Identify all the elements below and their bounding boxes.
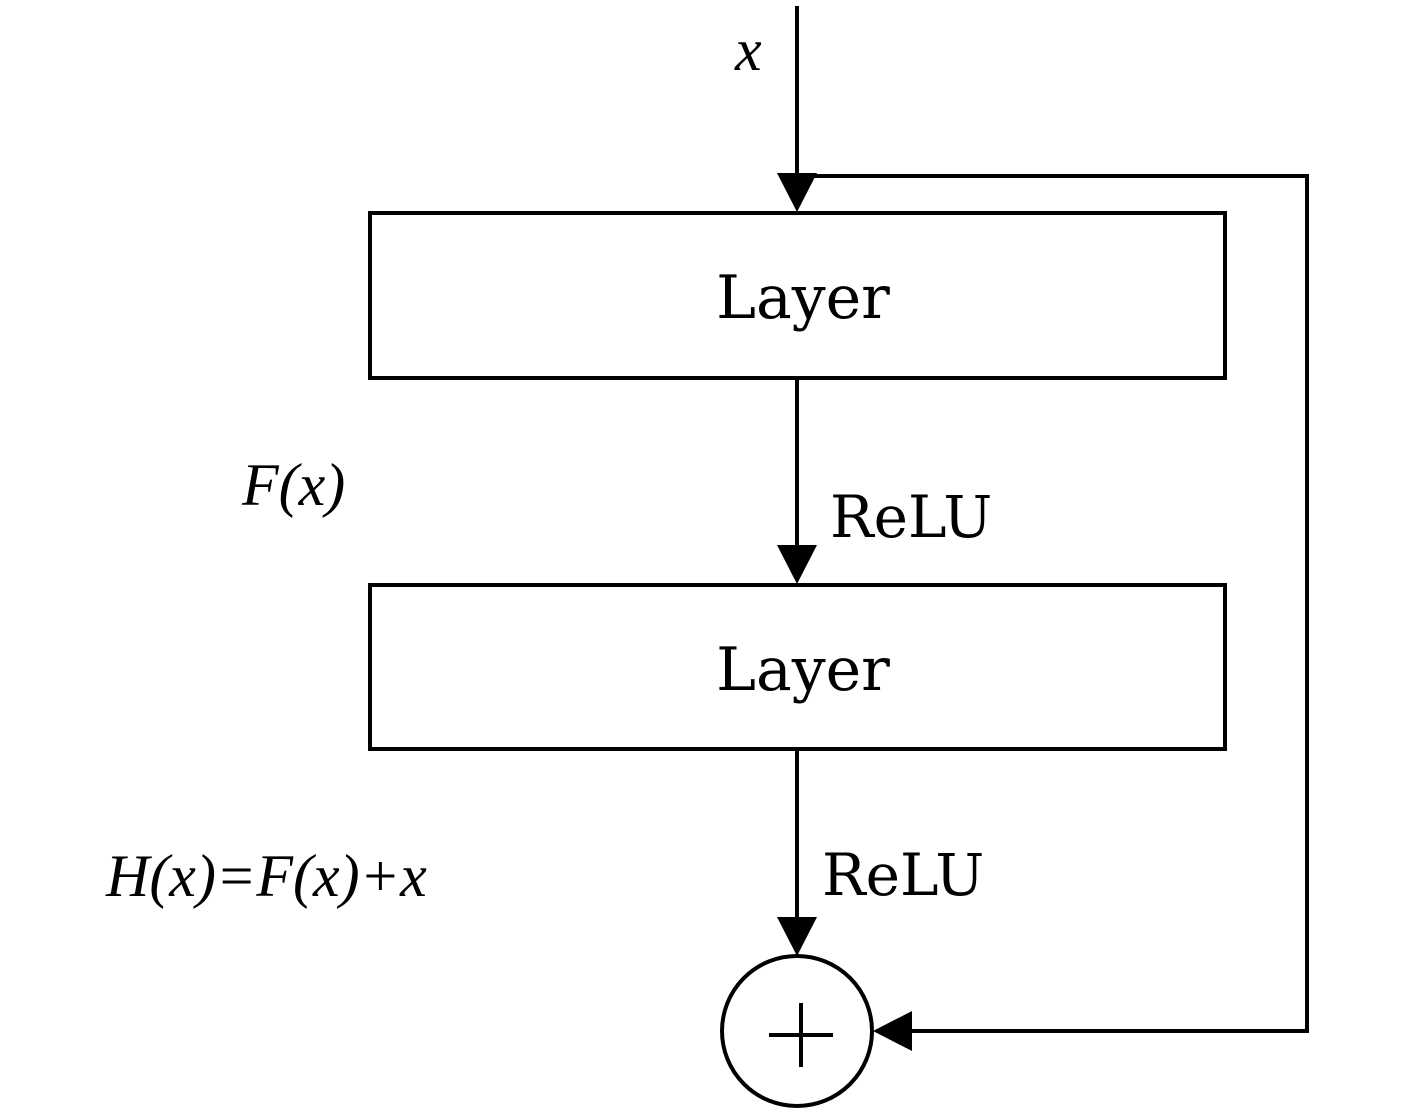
skip-connection-arrowhead	[873, 1011, 912, 1051]
layer-box-1	[368, 211, 1227, 380]
output-label: H(x)=F(x)+x	[105, 843, 427, 909]
residual-label: F(x)	[241, 452, 345, 518]
arrowhead-layer2	[777, 545, 817, 584]
layer-box-2	[368, 583, 1227, 751]
arrowhead-sum	[777, 917, 817, 956]
skip-connection	[810, 174, 1309, 1033]
sum-node	[720, 954, 874, 1108]
layer-label-2: Layer	[716, 635, 890, 705]
input-label: x	[734, 17, 762, 83]
relu-label-2: ReLU	[822, 841, 984, 909]
layer-label-1: Layer	[716, 263, 890, 333]
relu-label-1: ReLU	[830, 483, 992, 551]
input-arrowhead	[777, 173, 817, 212]
